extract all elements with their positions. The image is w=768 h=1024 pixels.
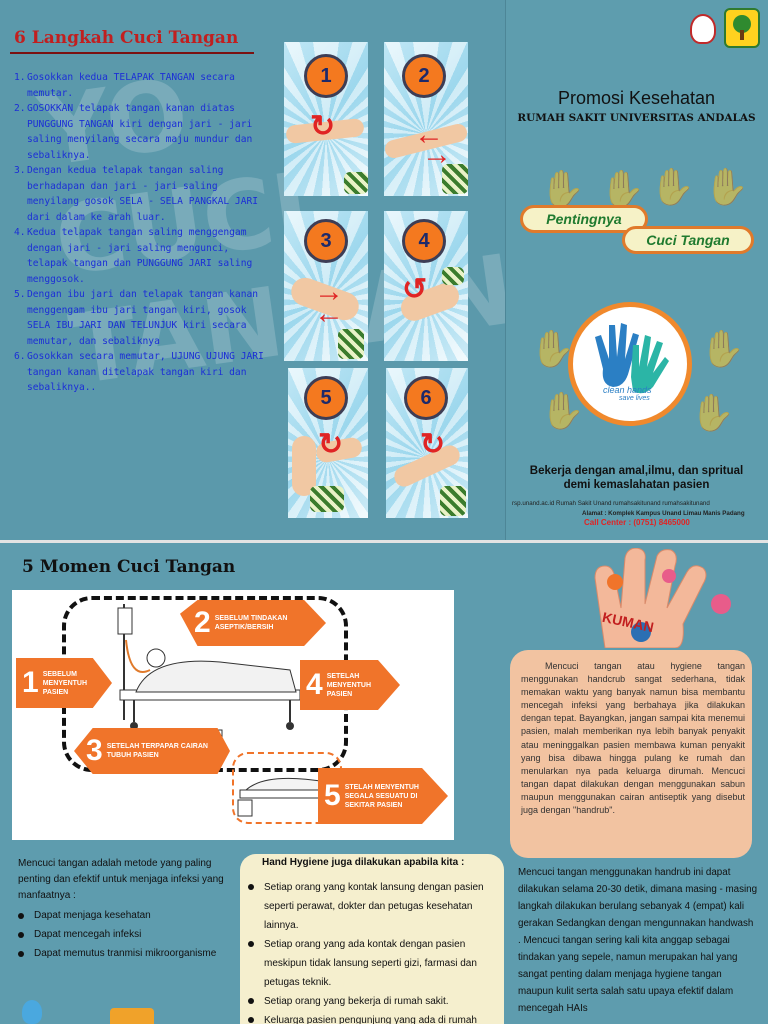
step-photo-1: 1 ↻ — [284, 42, 368, 196]
description-box — [510, 650, 752, 858]
water-drop-icon — [22, 1000, 42, 1024]
list-item: Dapat mencegah infeksi — [18, 929, 244, 940]
list-item: Setiap orang yang bekerja di rumah sakit… — [248, 992, 498, 1011]
right-arrow-icon: → — [314, 275, 344, 308]
step-number-badge: 1 — [304, 54, 348, 98]
hospital-logo — [690, 14, 716, 44]
step-item: 3.Dengan kedua telapak tangan saling ber… — [14, 165, 259, 223]
soap-icon — [110, 1008, 154, 1024]
steps-list: 1.Gosokkan kedua TELAPAK TANGAN secara m… — [14, 70, 272, 396]
benefits-list: Dapat menjaga kesehatan Dapat mencegah i… — [18, 910, 244, 967]
step-item: 6.Gosokkan secara memutar, UJUNG UJUNG J… — [14, 351, 264, 393]
list-item: Dapat memutus tranmisi mikroorganisme — [18, 948, 244, 959]
rotate-arrow-icon: ↻ — [310, 110, 336, 143]
step-photo-5: 5 ↻ — [288, 368, 368, 518]
list-item: Dapat menjaga kesehatan — [18, 910, 244, 921]
hand-print-icon: ✋ — [600, 168, 645, 209]
list-item: Setiap orang yang kontak lansung dengan … — [248, 878, 498, 935]
step-number-badge: 3 — [304, 219, 348, 263]
pentingnya-label: Pentingnya — [520, 205, 648, 233]
cover-panel — [505, 0, 768, 540]
motto: Bekerja dengan amal,ilmu, dan spritual d… — [529, 465, 744, 491]
five-moments-title: 5 Momen Cuci Tangan — [22, 557, 236, 577]
address: Alamat : Komplek Kampus Unand Limau Mani… — [582, 510, 745, 517]
hand-hygiene-title: Hand Hygiene juga dilakukan apabila kita… — [262, 857, 465, 868]
step-item: 4.Kedua telapak tangan saling menggengam… — [14, 227, 253, 285]
left-arrow-icon: ← — [414, 118, 444, 151]
clean-hands-logo: clean hands save lives — [568, 302, 692, 426]
step-photo-4: 4 ↺ — [384, 211, 468, 361]
step-photo-2: 2 ← → — [384, 42, 468, 196]
hand-print-icon: ✋ — [650, 166, 695, 207]
cuci-tangan-label: Cuci Tangan — [622, 226, 754, 254]
left-arrow-icon: ← — [314, 297, 344, 330]
call-center: Call Center : (0751) 8465000 — [584, 518, 690, 527]
clean-hands-text: clean hands — [603, 385, 652, 395]
six-steps-title: 6 Langkah Cuci Tangan — [14, 28, 239, 48]
handrub-description: Mencuci tangan atau hygiene tangan mengg… — [521, 661, 745, 816]
hand-print-icon: ✋ — [530, 328, 575, 369]
rotate-arrow-icon: ↻ — [420, 428, 446, 461]
step-item: 2.GOSOKKAN telapak tangan kanan diatas P… — [14, 103, 253, 161]
hand-print-icon: ✋ — [540, 168, 585, 209]
step-number-badge: 5 — [304, 376, 348, 420]
save-lives-text: save lives — [619, 395, 650, 402]
rotate-arrow-icon: ↻ — [318, 428, 344, 461]
step-photo-6: 6 ↻ — [386, 368, 468, 518]
social-links: rsp.unand.ac.id Rumah Sakit Unand rumahs… — [512, 500, 710, 507]
hand-print-icon: ✋ — [690, 392, 735, 433]
germ-hand-illustration — [594, 548, 731, 648]
university-logo — [724, 8, 760, 48]
step-item: 5.Dengan ibu jari dan telapak tangan kan… — [14, 289, 259, 347]
step-number-badge: 6 — [404, 376, 448, 420]
title-underline — [10, 52, 254, 54]
list-item: Keluarga pasien pengunjung yang ada di r… — [248, 1011, 498, 1024]
hand-print-icon: ✋ — [700, 328, 745, 369]
hand-hygiene-box — [240, 854, 504, 1024]
intro-text: Mencuci tangan adalah metode yang paling… — [18, 858, 224, 901]
hand-print-icon: ✋ — [704, 166, 749, 207]
rotate-arrow-icon: ↺ — [402, 273, 428, 306]
handrub-duration-text: Mencuci tangan menggunakan handrub ini d… — [518, 867, 758, 1014]
promo-heading: Promosi Kesehatan — [557, 88, 716, 108]
hospital-name: RUMAH SAKIT UNIVERSITAS ANDALAS — [517, 112, 756, 124]
step-photo-3: 3 → ← — [284, 211, 368, 361]
empty-bed-illustration — [237, 777, 331, 817]
hand-hygiene-list: Setiap orang yang kontak lansung dengan … — [248, 878, 498, 1024]
step-item: 1.Gosokkan kedua TELAPAK TANGAN secara m… — [14, 72, 235, 99]
step-number-badge: 4 — [402, 219, 446, 263]
step-number-badge: 2 — [402, 54, 446, 98]
list-item: Setiap orang yang ada kontak dengan pasi… — [248, 935, 498, 992]
right-arrow-icon: → — [422, 138, 452, 171]
